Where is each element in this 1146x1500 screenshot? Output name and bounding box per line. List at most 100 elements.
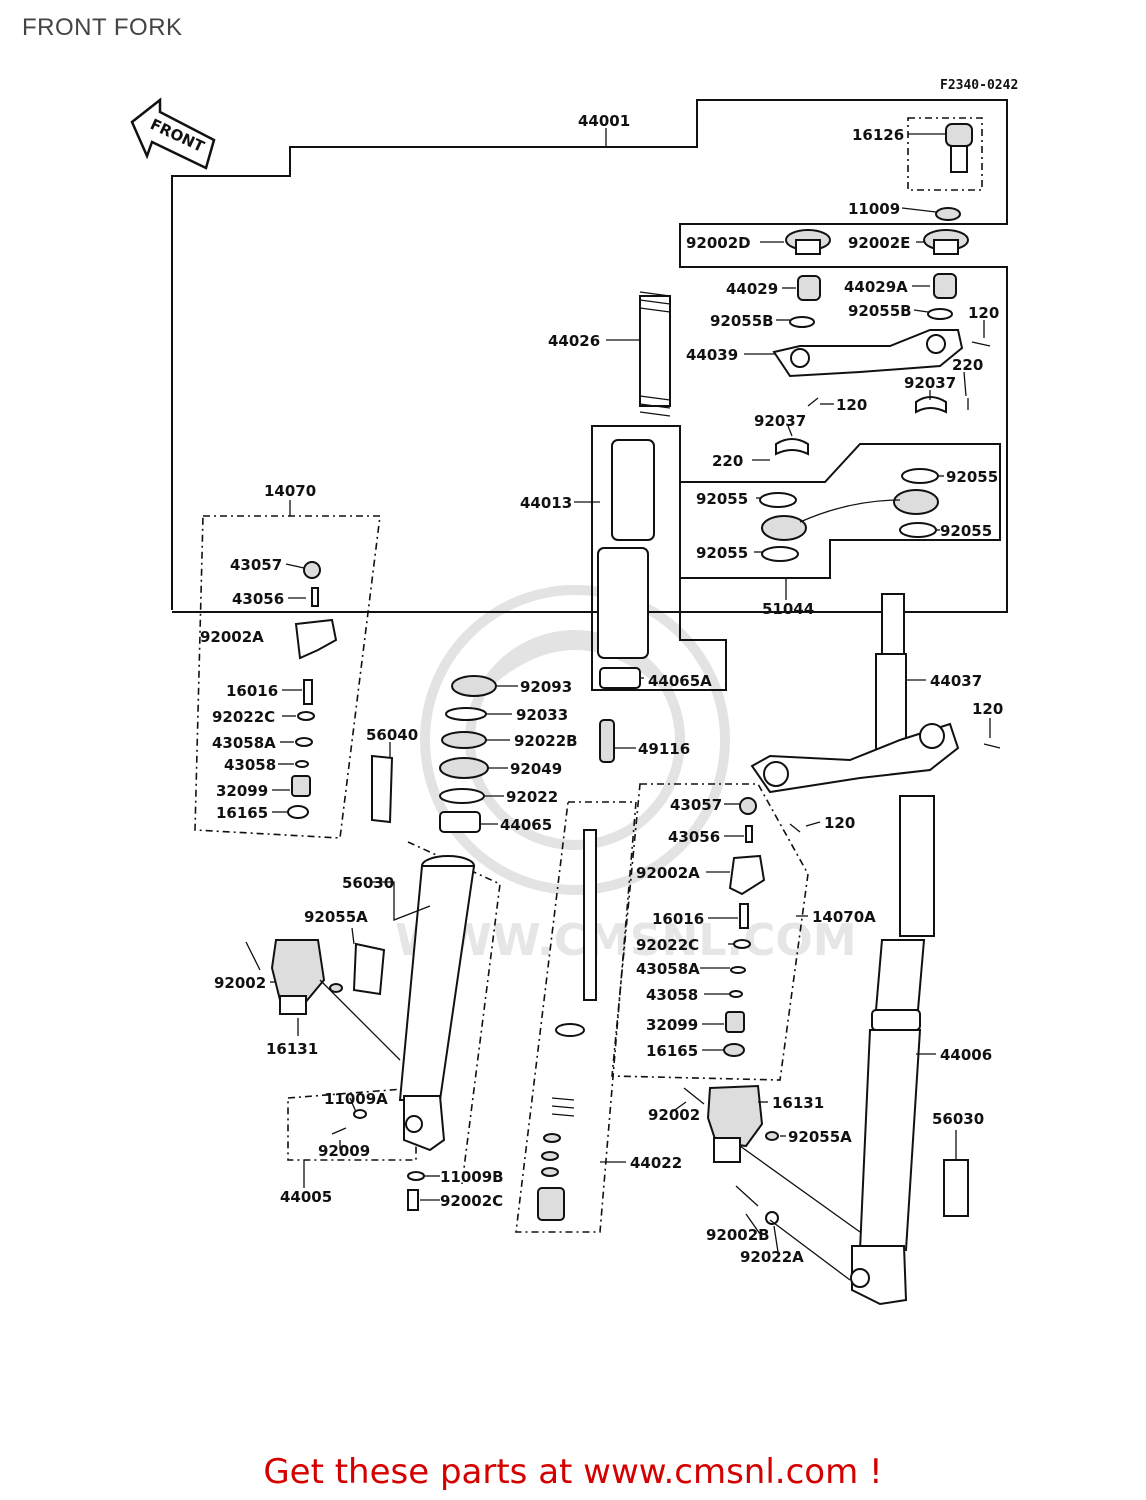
part-44006-right-outer-tube [850, 795, 935, 1306]
label-92055-top-right: 92055 [946, 468, 998, 486]
label-44013: 44013 [520, 494, 572, 512]
label-43056-right: 43056 [668, 828, 720, 846]
part-44026-spring-tube [639, 291, 671, 417]
label-32099-left: 32099 [216, 782, 268, 800]
part-11009B [407, 1171, 425, 1181]
label-49116: 49116 [638, 740, 690, 758]
bolt-120-a [971, 341, 991, 347]
label-56030-right: 56030 [932, 1110, 984, 1128]
label-11009B: 11009B [440, 1168, 504, 1186]
label-92002C: 92002C [440, 1192, 503, 1210]
bolt-92002B [735, 1185, 759, 1207]
label-120-c: 120 [972, 700, 1003, 718]
label-92037-right: 92037 [904, 374, 956, 392]
label-32099-right: 32099 [646, 1016, 698, 1034]
page-title: FRONT FORK [22, 14, 183, 41]
label-92055B-right: 92055B [848, 302, 912, 320]
label-220-b: 220 [712, 452, 743, 470]
part-16131-right-caliper [706, 1084, 764, 1163]
part-92022A [765, 1211, 779, 1225]
label-44022: 44022 [630, 1154, 682, 1172]
label-92002D: 92002D [686, 234, 751, 252]
part-44065 [439, 811, 481, 833]
label-92049: 92049 [510, 760, 562, 778]
label-43058A-right: 43058A [636, 960, 700, 978]
label-92002B: 92002B [706, 1226, 770, 1244]
label-44065: 44065 [500, 816, 552, 834]
label-92002E: 92002E [848, 234, 910, 252]
label-92093: 92093 [520, 678, 572, 696]
label-51044: 51044 [762, 600, 814, 618]
part-16131-left-caliper [270, 939, 326, 1015]
label-56040: 56040 [366, 726, 418, 744]
frame-44026-44013 [591, 425, 727, 691]
part-16126 [907, 117, 983, 191]
label-14070A: 14070A [812, 908, 876, 926]
label-14070: 14070 [264, 482, 316, 500]
part-11009A [353, 1109, 367, 1119]
label-220-a: 220 [952, 356, 983, 374]
label-92002A-right: 92002A [636, 864, 700, 882]
part-92022 [439, 788, 485, 804]
part-92055A-left [329, 983, 343, 993]
frame-51044 [679, 443, 1001, 579]
part-92093 [451, 675, 497, 697]
leader-lines [270, 128, 991, 1281]
label-92009: 92009 [318, 1142, 370, 1160]
label-44029: 44029 [726, 280, 778, 298]
bolt-92002-right [683, 1087, 705, 1105]
label-16131-left: 16131 [266, 1040, 318, 1058]
label-43056-left: 43056 [232, 590, 284, 608]
label-92033: 92033 [516, 706, 568, 724]
label-92055-left: 92055 [696, 490, 748, 508]
label-92055-bottom-right: 92055 [940, 522, 992, 540]
label-16165-right: 16165 [646, 1042, 698, 1060]
frame-44005 [287, 1087, 417, 1161]
label-92055B-left: 92055B [710, 312, 774, 330]
part-44013-inner-tube [597, 439, 655, 659]
part-51044-bearings [759, 468, 939, 562]
part-44022-damper-rod [537, 829, 597, 1221]
label-56030-left: 56030 [342, 874, 394, 892]
part-56040-label [371, 754, 394, 824]
label-44005: 44005 [280, 1188, 332, 1206]
part-44065A [599, 667, 641, 689]
label-16131-right: 16131 [772, 1094, 824, 1112]
label-92055A-left: 92055A [304, 908, 368, 926]
label-92022C-left: 92022C [212, 708, 275, 726]
part-92037-right [915, 396, 947, 414]
footer-link-text[interactable]: Get these parts at www.cmsnl.com ! [263, 1452, 883, 1492]
part-92055B-right [927, 308, 953, 320]
label-92055-bottom-left: 92055 [696, 544, 748, 562]
part-number-labels: 44001 16126 11009 92002D 92002E 44029 44… [200, 112, 1003, 1266]
front-arrow: FRONT [130, 97, 216, 170]
label-11009: 11009 [848, 200, 900, 218]
parts-14070-left [287, 561, 338, 819]
part-44037-lower-bracket [750, 593, 960, 794]
frame-14070A [611, 783, 809, 1081]
label-120-d: 120 [824, 814, 855, 832]
label-120-a: 120 [968, 304, 999, 322]
assembly-frame-44001 [171, 99, 1008, 613]
label-44065A: 44065A [648, 672, 712, 690]
frame-44022 [515, 801, 637, 1233]
part-92049 [439, 757, 489, 779]
label-44029A: 44029A [844, 278, 908, 296]
label-43058-left: 43058 [224, 756, 276, 774]
label-43057-right: 43057 [670, 796, 722, 814]
label-43058A-left: 43058A [212, 734, 276, 752]
label-92055A-right: 92055A [788, 1128, 852, 1146]
frame-14070 [194, 515, 381, 839]
part-92037-left [775, 438, 809, 456]
label-16126: 16126 [852, 126, 904, 144]
part-44005-left-outer-tube [398, 855, 476, 1152]
bolt-120-b [807, 397, 819, 407]
part-92002E [923, 229, 969, 255]
part-44029A [933, 273, 957, 299]
label-92002-right: 92002 [648, 1106, 700, 1124]
label-44001: 44001 [578, 112, 630, 130]
bolt-92009 [331, 1127, 347, 1135]
part-92002D [785, 229, 831, 255]
part-92055B-left [789, 316, 815, 328]
figure-code: F2340-0242 [940, 78, 1019, 93]
